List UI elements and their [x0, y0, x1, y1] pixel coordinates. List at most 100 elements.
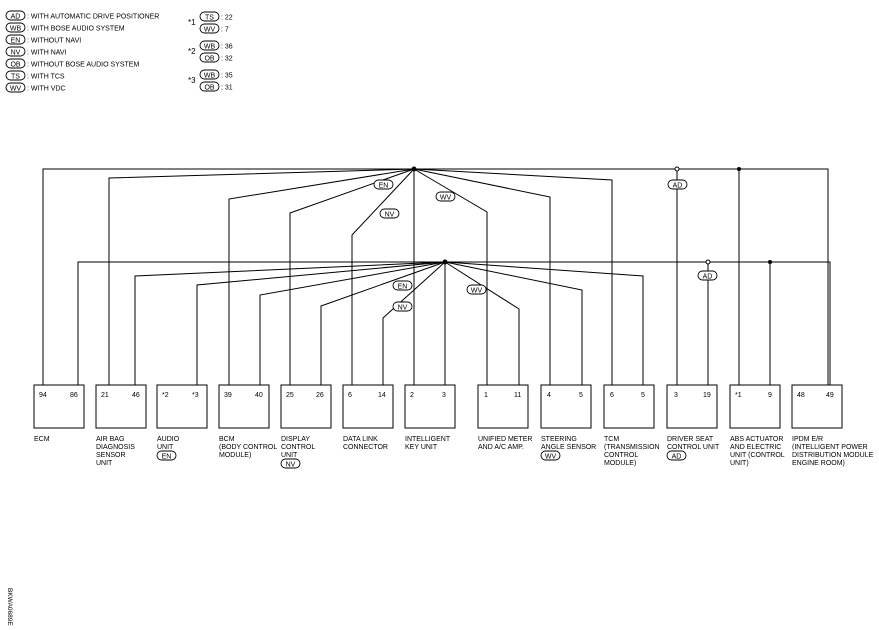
unit-name-line: CONTROL UNIT — [667, 444, 720, 451]
wire-bcm — [228, 168, 415, 385]
tag-pill — [666, 450, 687, 461]
unit-box — [342, 384, 394, 429]
pin-label: 86 — [70, 392, 78, 399]
splice-dot — [411, 166, 417, 172]
unit-data-link: 6 14 DATA LINK CONNECTOR — [342, 384, 394, 451]
tag-pill — [373, 179, 394, 190]
pin-label: 2 — [410, 392, 414, 399]
code-pill — [199, 81, 220, 92]
unit-name-line: DRIVER SEAT — [667, 436, 714, 443]
unit-name-line: KEY UNIT — [405, 444, 438, 451]
footnote-1: *1 TS : 22 WV : 7 — [188, 11, 233, 34]
legend-row-ad: AD : WITH AUTOMATIC DRIVE POSITIONER — [5, 10, 159, 21]
wire-ipdm — [414, 168, 829, 385]
unit-name-line: DIAGNOSIS — [96, 444, 135, 451]
unit-tag: AD — [672, 453, 682, 460]
wire-tcm-2 — [444, 261, 644, 385]
unit-tcm: 6 5 TCM (TRANSMISSION CONTROL MODULE) — [603, 384, 660, 467]
unit-name-line: ENGINE ROOM) — [792, 460, 845, 467]
legend-row-wv: WV : WITH VDC — [5, 82, 66, 93]
unit-name-line: ANGLE SENSOR — [541, 444, 596, 451]
wire-tag-wv: WV — [440, 194, 452, 201]
unit-box — [156, 384, 208, 429]
legend-text: : WITH BOSE AUDIO SYSTEM — [27, 25, 125, 32]
code-pill — [199, 40, 220, 51]
splice-dot — [737, 167, 741, 171]
unit-name-line: CONTROL — [281, 444, 315, 451]
pin-label: 5 — [579, 392, 583, 399]
wire-airbag-2 — [134, 261, 446, 385]
footnote-mark: *2 — [188, 47, 196, 56]
legend-code: AD — [11, 13, 21, 20]
optional-junction — [705, 259, 711, 265]
tag-pill — [466, 284, 487, 295]
legend-text: : WITH VDC — [27, 85, 66, 92]
legend-code: TS — [11, 73, 20, 80]
pin-label: 39 — [224, 392, 232, 399]
wire-ecm-2 — [77, 261, 445, 385]
unit-name-line: AIR BAG — [96, 436, 124, 443]
code-pill — [5, 70, 26, 81]
unit-name-line: IPDM E/R — [792, 436, 823, 443]
wire-steering-2 — [444, 261, 583, 385]
wire-tcm — [413, 168, 613, 385]
pin-label: 6 — [610, 392, 614, 399]
footnote-value: : 36 — [221, 43, 233, 50]
pin-label: *1 — [735, 392, 742, 399]
unit-box — [477, 384, 529, 429]
legend-text: : WITHOUT NAVI — [27, 37, 81, 44]
tag-pill — [540, 450, 561, 461]
wire-tags: EN NV WV AD EN NV WV AD — [373, 179, 718, 312]
legend-code: WB — [10, 25, 22, 32]
tag-pill — [379, 208, 400, 219]
unit-name-line: AUDIO — [157, 436, 180, 443]
legend: AD : WITH AUTOMATIC DRIVE POSITIONER WB … — [5, 10, 159, 93]
unit-name-line: STEERING — [541, 436, 577, 443]
pin-label: 21 — [101, 392, 109, 399]
unit-name-line: UNIT (CONTROL — [730, 452, 785, 459]
unit-name-line: ABS ACTUATOR — [730, 436, 783, 443]
unit-name-line: SENSOR — [96, 452, 126, 459]
legend-text: : WITHOUT BOSE AUDIO SYSTEM — [27, 61, 139, 68]
pin-label: 40 — [255, 392, 263, 399]
pin-label: 26 — [316, 392, 324, 399]
unit-tag: NV — [286, 461, 296, 468]
unit-ipdm: 48 49 IPDM E/R (INTELLIGENT POWER DISTRI… — [791, 384, 874, 467]
pin-label: 6 — [348, 392, 352, 399]
wire-meter — [413, 168, 488, 385]
pin-label: 3 — [442, 392, 446, 399]
unit-name-line: UNIT — [281, 452, 298, 459]
footnote-code: TS — [205, 14, 214, 21]
wire-tag-wv: WV — [471, 287, 483, 294]
unit-name-line: (INTELLIGENT POWER — [792, 444, 868, 451]
code-pill — [5, 58, 26, 69]
unit-name-line: DISPLAY — [281, 436, 310, 443]
unit-name-line: DATA LINK — [343, 436, 378, 443]
splice-dot — [442, 259, 448, 265]
unit-tag: WV — [545, 453, 557, 460]
unit-name-line: MODULE) — [604, 460, 636, 467]
wire-datalink-2 — [382, 261, 446, 385]
wire-tag-ad: AD — [673, 182, 683, 189]
footnote-value: : 22 — [221, 14, 233, 21]
footnote-code: WB — [204, 43, 216, 50]
splice-dot — [768, 260, 772, 264]
pin-label: *3 — [192, 392, 199, 399]
wire-display — [289, 168, 415, 385]
unit-bcm: 39 40 BCM (BODY CONTROL MODULE) — [218, 384, 277, 459]
unit-box — [666, 384, 718, 429]
unit-name-line: UNIT — [96, 460, 113, 467]
tag-pill — [392, 301, 413, 312]
unit-air-bag: 21 46 AIR BAG DIAGNOSIS SENSOR UNIT — [95, 384, 147, 467]
wire-ecm — [42, 168, 414, 385]
pin-label: 94 — [39, 392, 47, 399]
code-pill — [5, 34, 26, 45]
footnote-code: OB — [204, 84, 214, 91]
unit-name-line: BCM — [219, 436, 235, 443]
pin-label: 46 — [132, 392, 140, 399]
pin-label: 48 — [797, 392, 805, 399]
footnote-code: WB — [204, 72, 216, 79]
unit-name-line: INTELLIGENT — [405, 436, 451, 443]
unit-box — [33, 384, 85, 429]
unit-box — [603, 384, 655, 429]
